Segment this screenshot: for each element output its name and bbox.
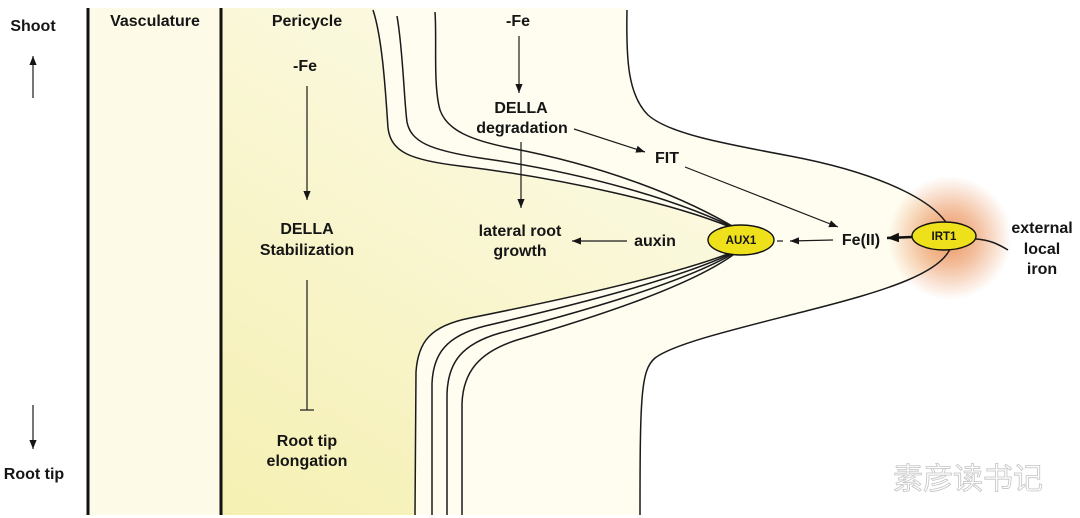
vasculature-label: Vasculature: [110, 13, 200, 30]
fe2-label: Fe(II): [842, 232, 880, 249]
external-iron-label-line1: external: [1011, 220, 1072, 237]
della-stabilization-label-line2: Stabilization: [260, 242, 354, 259]
lateral-root-growth-label-line1: lateral root: [479, 223, 562, 240]
vasculature-region: [88, 8, 221, 515]
root-tip-elongation-label-line1: Root tip: [277, 433, 338, 450]
arrow-della-degradation-to-fit: [573, 128, 646, 153]
arrow-fit-to-fe2: [684, 166, 839, 228]
cell-layer-line-lower-3: [446, 247, 743, 515]
cell-layer-line-lower-4: [461, 247, 743, 515]
external-iron-label-line2: local: [1024, 241, 1060, 258]
aux1-label: AUX1: [726, 235, 757, 247]
fit-label: FIT: [655, 150, 679, 167]
irt1-node: [911, 221, 977, 251]
aux1-node: [707, 224, 775, 256]
cell-layer-line-upper-2: [396, 15, 743, 233]
external-iron-label-line3: iron: [1027, 261, 1057, 278]
della-degradation-label-line2: degradation: [476, 120, 568, 137]
root-tip-axis-label: Root tip: [4, 466, 65, 483]
pericycle-label: Pericycle: [272, 13, 342, 30]
cell-layer-line-upper-3: [434, 11, 743, 233]
lateral-fe-deficiency-label: -Fe: [506, 13, 530, 30]
arrow-irt1-to-fe2: [886, 232, 913, 243]
cell-layer-line-upper-1: [372, 9, 743, 233]
cell-layer-line-lower-1: [414, 247, 743, 516]
pericycle-fe-deficiency-label: -Fe: [293, 58, 317, 75]
root-tip-elongation-label-line2: elongation: [267, 453, 348, 470]
watermark: 素彦读书记: [893, 462, 1043, 497]
della-degradation-label-line1: DELLA: [494, 100, 548, 117]
arrow-fe2-to-aux1: [789, 237, 834, 245]
pericycle-region: [221, 8, 742, 515]
auxin-label: auxin: [634, 233, 676, 250]
shoot-label: Shoot: [10, 18, 56, 35]
cell-layer-line-lower-2: [431, 247, 743, 515]
irt1-label: IRT1: [932, 231, 958, 243]
connector-irt1-external-iron: [975, 238, 1009, 251]
della-stabilization-label-line1: DELLA: [280, 221, 334, 238]
lateral-root-growth-label-line2: growth: [493, 243, 546, 260]
